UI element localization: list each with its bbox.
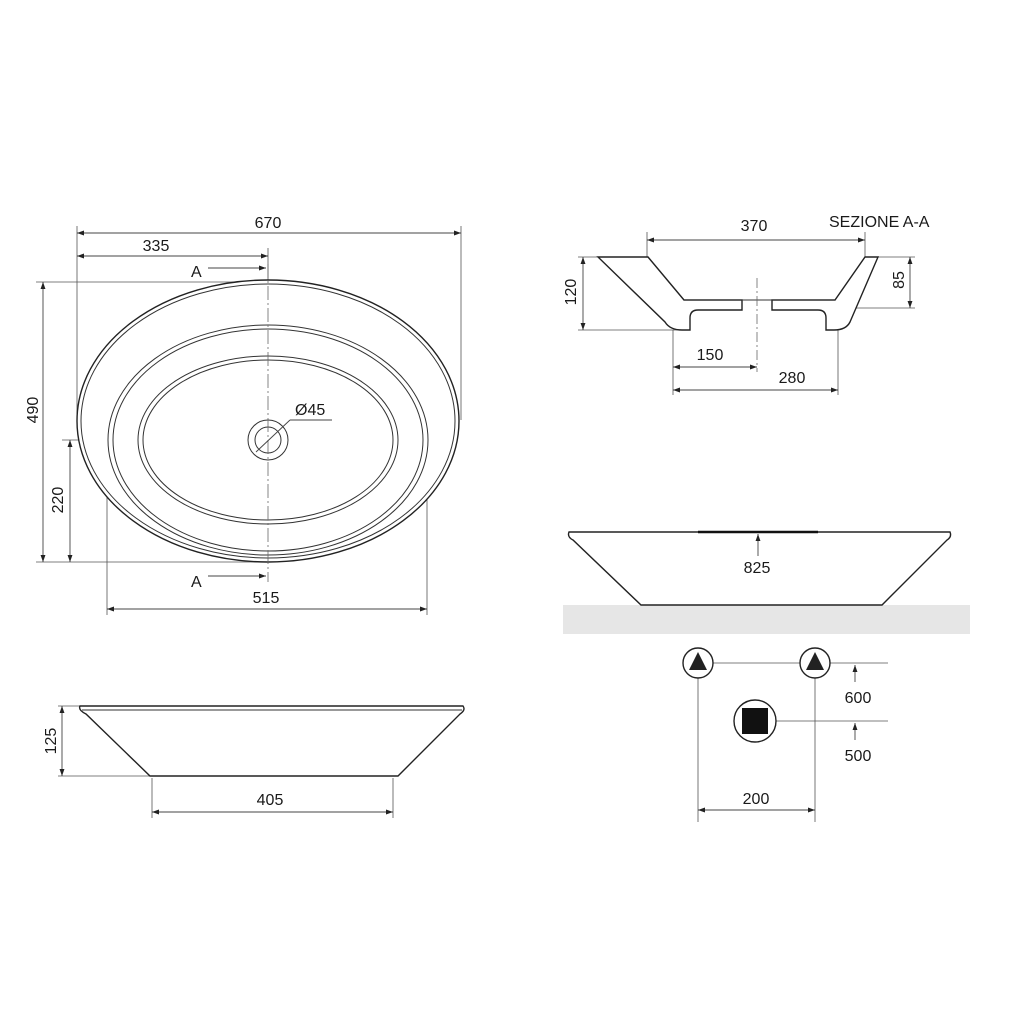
drain-square-icon (742, 708, 768, 734)
dim-label-inner-width: 515 (253, 590, 280, 607)
section-wall-right (771, 256, 880, 331)
connections-view: 600 500 200 (682, 647, 888, 822)
dim-label-overall-width: 670 (255, 215, 282, 232)
dim-label-front-base-width: 405 (257, 792, 284, 809)
basin-installed-profile (567, 531, 952, 606)
countertop (563, 605, 970, 634)
front-view: 125 405 (43, 705, 465, 818)
dim-label-half-width: 335 (143, 238, 170, 255)
section-title: SEZIONE A-A (829, 214, 930, 231)
section-mark-top: A (191, 264, 202, 281)
dim-label-section-base-half: 150 (697, 347, 724, 364)
dim-label-section-base-width: 280 (779, 370, 806, 387)
section-mark-bottom: A (191, 574, 202, 591)
section-view: SEZIONE A-A 370 120 85 150 280 (563, 214, 930, 395)
dim-label-section-height: 120 (563, 279, 580, 306)
dim-label-front-height: 125 (43, 728, 60, 755)
installation-view: 825 (563, 530, 970, 634)
dim-label-mount-height: 825 (744, 560, 771, 577)
section-wall-left (596, 256, 743, 331)
dim-label-depth: 490 (25, 397, 42, 424)
top-view: 670 335 A 490 220 Ø45 A 515 (25, 215, 462, 615)
dim-label-section-top-width: 370 (741, 218, 768, 235)
dim-label-spacing: 200 (743, 791, 770, 808)
supply-left-triangle-icon (689, 652, 707, 670)
supply-right-triangle-icon (806, 652, 824, 670)
dim-label-drain-diameter: Ø45 (295, 402, 325, 419)
dim-label-drain-offset: 220 (50, 487, 67, 514)
dim-label-bowl-depth: 85 (891, 271, 908, 289)
dim-label-drain-height: 500 (845, 748, 872, 765)
dim-label-supply-height: 600 (845, 690, 872, 707)
drain-leader (255, 419, 291, 453)
basin-front-profile (78, 705, 465, 777)
